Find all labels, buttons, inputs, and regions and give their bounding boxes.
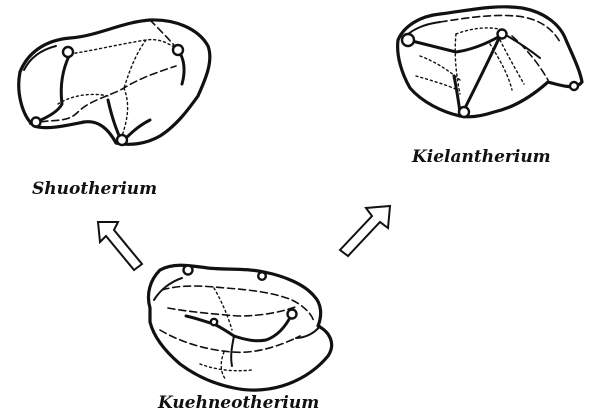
label-kuehneotherium: Kuehneotherium (157, 393, 319, 409)
label-shuotherium: Shuotherium (32, 179, 157, 199)
shuotherium-tooth-drawing (19, 20, 210, 145)
kuehneotherium-tooth-drawing (148, 265, 331, 390)
arrow-to-kielantherium (340, 206, 390, 256)
arrow-to-shuotherium (98, 222, 142, 270)
label-kielantherium: Kielantherium (411, 147, 551, 167)
kielantherium-tooth-drawing (398, 7, 582, 117)
